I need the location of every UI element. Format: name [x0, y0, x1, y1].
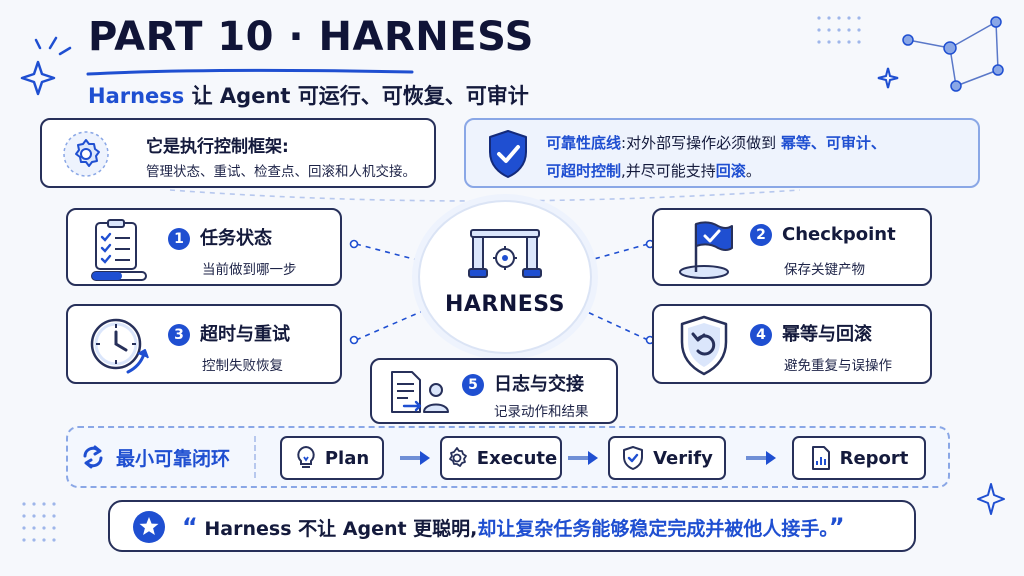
flow-arrow-1	[398, 448, 432, 468]
title-underline	[86, 66, 416, 78]
feature-4-title-text: 幂等与回滚	[782, 324, 872, 345]
feature-3-number: 3	[168, 324, 190, 346]
quote-part2: 却让复杂任务能够稳定完成并被他人接手。	[477, 518, 829, 540]
shield-check-small-icon	[621, 445, 645, 471]
sparkle-icon	[976, 482, 1006, 516]
feature-card-timeout-retry: 3 超时与重试 控制失败恢复	[66, 304, 342, 384]
log-person-icon	[386, 368, 452, 418]
feature-1-title-text: 任务状态	[200, 228, 272, 249]
feature-card-task-state: 1 任务状态 当前做到哪一步	[66, 208, 342, 286]
star-icon	[132, 510, 166, 544]
info-card-reliability: 可靠性底线:对外部写操作必须做到 幂等、可审计、 可超时控制,并尽可能支持回滚。	[464, 118, 980, 188]
flow-step-plan-label: Plan	[324, 447, 370, 469]
feature-4-number: 4	[750, 324, 772, 346]
dot-grid-decoration	[815, 14, 865, 48]
loop-label: 最小可靠闭环	[116, 447, 231, 470]
feature-1-number: 1	[168, 228, 190, 250]
checklist-icon	[88, 218, 150, 282]
flow-step-report-label: Report	[839, 447, 909, 469]
reliability-text2: ,并尽可能支持	[621, 162, 716, 180]
feature-2-title-text: Checkpoint	[782, 224, 896, 245]
subtitle-agent: Agent	[219, 84, 291, 108]
feature-1-desc: 当前做到哪一步	[202, 262, 297, 278]
subtitle-mid: 让	[184, 84, 220, 108]
gear-icon	[445, 446, 469, 470]
quote-banner: “ Harness 不让 Agent 更聪明,却让复杂任务能够稳定完成并被他人接…	[108, 500, 916, 552]
flow-step-execute: Execute	[440, 436, 562, 480]
refresh-icon	[80, 444, 106, 470]
feature-card-checkpoint: 2 Checkpoint 保存关键产物	[652, 208, 932, 286]
gate-icon	[463, 224, 547, 284]
loop-label-box: 最小可靠闭环	[76, 436, 256, 478]
reliability-text3: 。	[745, 162, 761, 180]
flow-step-report: Report	[792, 436, 926, 480]
feature-1-title: 1 任务状态	[168, 224, 272, 250]
feature-card-log-handoff: 5 日志与交接 记录动作和结果	[370, 358, 618, 424]
flow-step-verify-label: Verify	[653, 447, 713, 469]
info-card-framework: 它是执行控制框架: 管理状态、重试、检查点、回滚和人机交接。	[40, 118, 436, 188]
clock-icon	[88, 314, 152, 378]
report-icon	[810, 445, 832, 471]
feature-5-title-text: 日志与交接	[494, 374, 584, 395]
subtitle-harness: Harness	[88, 84, 185, 108]
dot-grid-decoration	[20, 500, 70, 560]
subtitle-rest: 可运行、可恢复、可审计	[290, 84, 529, 108]
feature-3-title-text: 超时与重试	[200, 324, 290, 345]
feature-3-title: 3 超时与重试	[168, 320, 290, 346]
flow-step-execute-label: Execute	[476, 447, 558, 469]
quote-part1: Harness 不让 Agent 更聪明,	[204, 518, 478, 540]
page-title: PART 10 · HARNESS	[88, 14, 534, 60]
reliability-line1: 可靠性底线:对外部写操作必须做到 幂等、可审计、	[546, 132, 886, 153]
harness-hub: HARNESS	[418, 200, 592, 354]
gear-icon	[62, 130, 110, 178]
flag-icon	[674, 216, 738, 282]
feature-4-desc: 避免重复与误操作	[784, 358, 892, 374]
feature-4-title: 4 幂等与回滚	[750, 320, 872, 346]
feature-3-desc: 控制失败恢复	[202, 358, 283, 374]
reliability-text1: :对外部写操作必须做到	[621, 134, 781, 152]
shield-check-icon	[486, 128, 530, 180]
flow-step-plan: Plan	[280, 436, 384, 480]
framework-desc: 管理状态、重试、检查点、回滚和人机交接。	[146, 164, 416, 180]
feature-card-idempotent-rollback: 4 幂等与回滚 避免重复与误操作	[652, 304, 932, 384]
reliability-hl3: 回滚	[715, 162, 746, 180]
feature-5-desc: 记录动作和结果	[494, 404, 589, 420]
framework-title: 它是执行控制框架:	[146, 137, 289, 157]
feature-5-number: 5	[462, 374, 484, 396]
reliability-line2: 可超时控制,并尽可能支持回滚。	[546, 160, 761, 181]
quote-close-mark: ”	[828, 513, 845, 541]
feature-5-title: 5 日志与交接	[462, 370, 584, 396]
reliability-hl2: 可超时控制	[546, 162, 622, 180]
shield-undo-icon	[676, 314, 732, 378]
flow-step-verify: Verify	[608, 436, 726, 480]
quote-text: “ Harness 不让 Agent 更聪明,却让复杂任务能够稳定完成并被他人接…	[182, 513, 845, 541]
flow-arrow-3	[744, 448, 778, 468]
feature-2-title: 2 Checkpoint	[750, 224, 896, 246]
sparkle-icon	[18, 18, 78, 98]
feature-2-desc: 保存关键产物	[784, 262, 865, 278]
page-subtitle: Harness 让 Agent 可运行、可恢复、可审计	[88, 80, 529, 110]
flow-arrow-2	[566, 448, 600, 468]
quote-open-mark: “	[182, 513, 198, 541]
network-icon	[870, 12, 1020, 107]
harness-label: HARNESS	[444, 292, 566, 317]
reliability-lead: 可靠性底线	[546, 134, 622, 152]
reliability-hl1: 幂等、可审计、	[780, 134, 886, 152]
lightbulb-icon	[295, 445, 317, 471]
feature-2-number: 2	[750, 224, 772, 246]
